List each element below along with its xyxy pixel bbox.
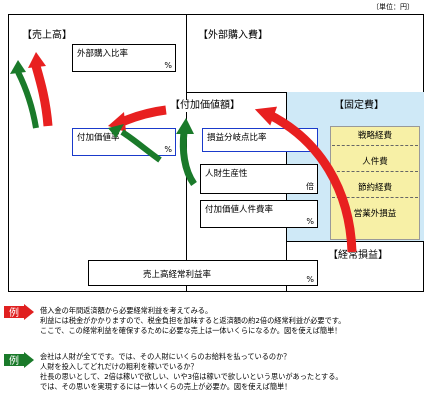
example-2-line-2: 人財を投入してどれだけの粗利を稼いでいるか？ xyxy=(40,362,198,371)
labor-productivity-unit: 倍 xyxy=(306,182,314,191)
breakeven-ratio-unit: % xyxy=(306,141,314,150)
example-1-line-1: 借入金の年間返済額から必要経常利益を考えてみる。 xyxy=(40,306,213,315)
value-added-header: 【付加価値額】 xyxy=(170,100,240,112)
example-badge-green: 例 xyxy=(4,352,34,368)
labor-productivity-label: 人財生産性 xyxy=(205,169,248,179)
value-added-ratio-box: 付加価値率 % xyxy=(72,128,176,156)
example-2-line-3: 社長の思いとして、2倍は稼いで欲しい、いや3倍は稼いで欲しいという思いがあったと… xyxy=(40,372,343,381)
labor-productivity-box: 人財生産性 倍 xyxy=(200,164,318,194)
example-1-line-2: 利益には税金がかかりますので、税金負担を加味すると返済額の約2倍の経常利益が必要… xyxy=(40,316,346,325)
value-added-ratio-label: 付加価値率 xyxy=(77,133,120,143)
fixed-cost-nonoperating: 営業外損益 xyxy=(353,209,397,219)
external-ratio-box: 外部購入比率 % xyxy=(72,44,176,72)
breakeven-ratio-label: 損益分岐点比率 xyxy=(207,133,267,143)
example-badge-red: 例 xyxy=(4,304,34,320)
fixed-cost-personnel: 人件費 xyxy=(332,152,418,172)
example-badge-red-text: 例 xyxy=(9,306,19,319)
example-2-line-1: 会社は人財が全てです。では、その人財にいくらのお給料を払っているのか？ xyxy=(40,352,291,361)
labor-share-box: 付加価値人件費率 % xyxy=(200,200,318,228)
ordinary-profit-ratio-unit: % xyxy=(306,275,314,284)
fixed-header: 【固定費】 xyxy=(334,100,384,111)
example-1-line-3: ここで、この経常利益を確保するために必要な売上は一体いくらになるか。図を使えば簡… xyxy=(40,326,342,335)
example-2-line-4: では、その思いを実現するには一体いくらの売上が必要か。図を使えば簡単！ xyxy=(40,382,292,391)
labor-share-label: 付加価値人件費率 xyxy=(205,205,274,215)
sales-header: 【売上高】 xyxy=(22,30,72,41)
value-added-ratio-unit: % xyxy=(164,145,172,154)
ordinary-profit-ratio-box: 売上高経常利益率 % xyxy=(88,260,318,286)
external-ratio-label: 外部購入比率 xyxy=(77,49,129,59)
ordinary-profit-ratio-label: 売上高経常利益率 xyxy=(143,270,212,280)
unit-note: 〔単位：円〕 xyxy=(372,3,414,11)
external-header: 【外部購入費】 xyxy=(198,30,268,41)
fixed-cost-saving: 節約経費 xyxy=(332,178,418,198)
ordinary-profit-header: 【経常損益】 xyxy=(328,250,388,261)
sales-divider xyxy=(186,14,187,92)
fixed-cost-strategy: 戦略経費 xyxy=(332,126,418,146)
labor-share-unit: % xyxy=(306,217,314,226)
example-badge-green-text: 例 xyxy=(9,354,19,367)
breakeven-ratio-box: 損益分岐点比率 % xyxy=(202,128,318,152)
external-ratio-unit: % xyxy=(164,61,172,70)
